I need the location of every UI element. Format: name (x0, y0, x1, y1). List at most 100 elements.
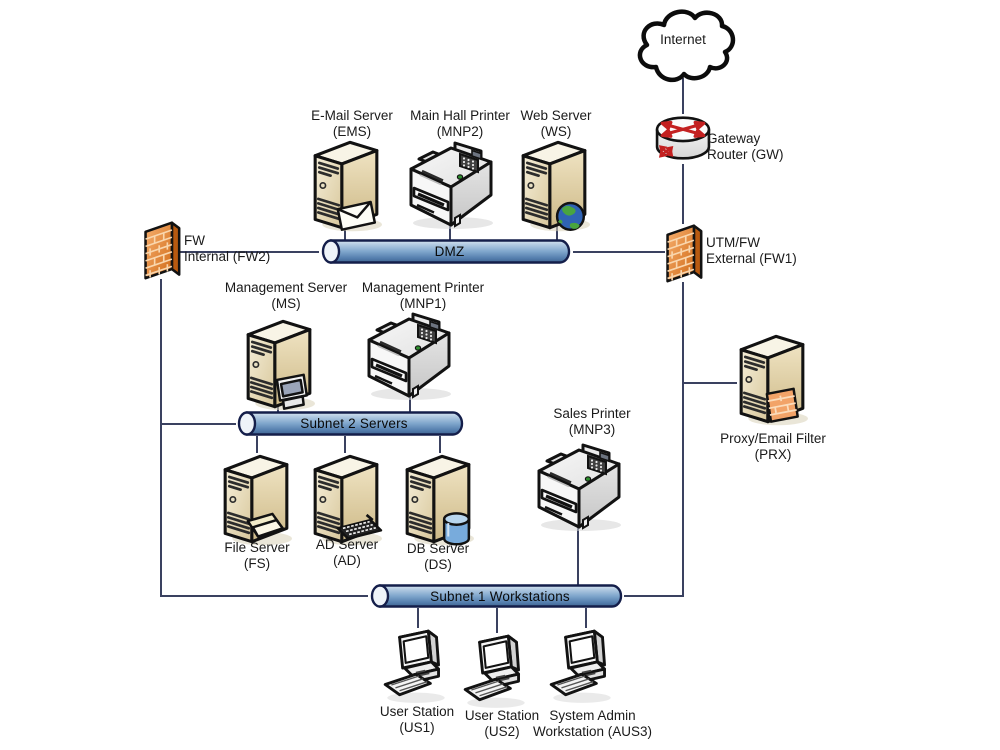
server-tower-envelope-icon (309, 137, 383, 232)
email-server-label-line2: (EMS) (332, 124, 372, 139)
gateway-router (651, 112, 715, 164)
user-station-1-label: User Station (US1) (347, 704, 487, 736)
file-server (219, 451, 293, 546)
sales-printer-label-line2: (MNP3) (568, 422, 616, 437)
user-station-1-label-line1: User Station (379, 704, 455, 719)
link-left-subnet1 (160, 595, 368, 597)
sales-printer-label: Sales Printer (MNP3) (522, 406, 662, 438)
system-admin-workstation (548, 626, 618, 706)
link-fw1-proxy (683, 382, 737, 384)
proxy-email-filter-label-line2: (PRX) (754, 447, 792, 462)
user-station-1 (382, 626, 452, 706)
user-station-2-label: User Station (US2) (432, 708, 572, 740)
subnet2-segment: Subnet 2 Servers (233, 410, 467, 437)
user-station-2-label-line2: (US2) (484, 724, 520, 739)
fw-external-label: UTM/FW External (FW1) (706, 235, 836, 267)
sales-printer (531, 436, 625, 532)
file-server-label: File Server (FS) (187, 540, 327, 572)
management-server-label-line1: Management Server (224, 280, 348, 295)
ad-server-label-line1: AD Server (315, 537, 379, 552)
management-printer-label: Management Printer (MNP1) (343, 280, 503, 312)
drop-management-printer (409, 394, 411, 412)
bus-pipe-icon (237, 411, 464, 436)
main-hall-printer (403, 134, 497, 230)
drop-db-server (439, 436, 441, 453)
bus-pipe-icon (321, 239, 571, 264)
desktop-workstation-icon (382, 626, 452, 706)
subnet2-label: Subnet 2 Servers (300, 416, 408, 431)
desktop-workstation-icon (462, 631, 532, 711)
user-station-2-label-line1: User Station (464, 708, 540, 723)
management-server-label-line2: (MS) (271, 296, 301, 311)
server-tower-database-icon (401, 451, 475, 546)
fw-internal-label-line1: FW (184, 233, 205, 248)
management-printer (361, 305, 455, 401)
user-station-2 (462, 631, 532, 711)
link-subnet1-right (624, 595, 684, 597)
file-server-label-line2: (FS) (243, 556, 271, 571)
gateway-router-label-line2: Router (GW) (707, 147, 784, 162)
db-server-label-line2: (DS) (424, 557, 452, 572)
router-icon (651, 112, 715, 164)
printer-icon (531, 436, 625, 532)
printer-icon (403, 134, 497, 230)
fw-external-label-line1: UTM/FW (706, 235, 760, 250)
dmz-label: DMZ (434, 244, 465, 259)
main-hall-printer-label: Main Hall Printer (MNP2) (385, 108, 535, 140)
fw-internal-label: FW Internal (FW2) (184, 233, 314, 265)
proxy-email-filter (735, 331, 809, 426)
proxy-email-filter-label: Proxy/Email Filter (PRX) (693, 431, 853, 463)
system-admin-workstation-label-line1: System Admin (549, 708, 636, 723)
link-internet-router (682, 78, 684, 114)
web-server-label-line2: (WS) (540, 124, 572, 139)
fw-external-label-line2: External (FW1) (706, 251, 797, 266)
server-tower-keyboard-icon (309, 451, 383, 546)
drop-web-server (556, 224, 558, 240)
drop-admin-workstation (585, 608, 587, 628)
ad-server-label: AD Server (AD) (277, 537, 417, 569)
main-hall-printer-label-line1: Main Hall Printer (410, 108, 510, 123)
proxy-email-filter-label-line1: Proxy/Email Filter (720, 431, 826, 446)
fw-internal-label-line2: Internal (FW2) (184, 249, 271, 264)
email-server-label-line1: E-Mail Server (311, 108, 393, 123)
user-station-1-label-line2: (US1) (399, 720, 435, 735)
email-server-label: E-Mail Server (EMS) (282, 108, 422, 140)
subnet1-label: Subnet 1 Workstations (430, 588, 570, 604)
management-server-label: Management Server (MS) (206, 280, 366, 312)
ad-server-label-line2: (AD) (333, 553, 361, 568)
firewall-icon (141, 219, 181, 281)
desktop-workstation-icon (548, 626, 618, 706)
gateway-router-label: Gateway Router (GW) (707, 131, 827, 163)
drop-email-server (344, 224, 346, 240)
drop-file-server (256, 436, 258, 453)
email-server (309, 137, 383, 232)
web-server-label-line1: Web Server (520, 108, 592, 123)
db-server (401, 451, 475, 546)
management-printer-label-line2: (MNP1) (399, 296, 447, 311)
link-fw1-subnet1 (682, 282, 684, 596)
ad-server (309, 451, 383, 546)
link-fw2-dmz (179, 251, 319, 253)
management-server (242, 316, 316, 411)
internet-label: Internet (660, 32, 706, 47)
link-router-fw1 (682, 164, 684, 224)
db-server-label: DB Server (DS) (368, 541, 508, 573)
system-admin-workstation-label: System Admin Workstation (AUS3) (510, 708, 675, 740)
server-tower-brick-icon (735, 331, 809, 426)
link-dmz-fw1 (573, 251, 665, 253)
dmz-segment: DMZ (317, 238, 574, 265)
printer-icon (361, 305, 455, 401)
link-fw2-subnet1 (160, 279, 162, 596)
subnet1-segment: Subnet 1 Workstations (366, 583, 626, 609)
fw-internal (141, 219, 181, 281)
drop-user-station-2 (496, 608, 498, 633)
link-fw2-subnet2 (160, 423, 236, 425)
gateway-router-label-line1: Gateway (707, 131, 761, 146)
server-tower-folder-icon (219, 451, 293, 546)
db-server-label-line1: DB Server (406, 541, 470, 556)
web-server (517, 137, 591, 232)
server-tower-globe-icon (517, 137, 591, 232)
drop-main-hall-printer (449, 222, 451, 240)
management-printer-label-line1: Management Printer (361, 280, 485, 295)
